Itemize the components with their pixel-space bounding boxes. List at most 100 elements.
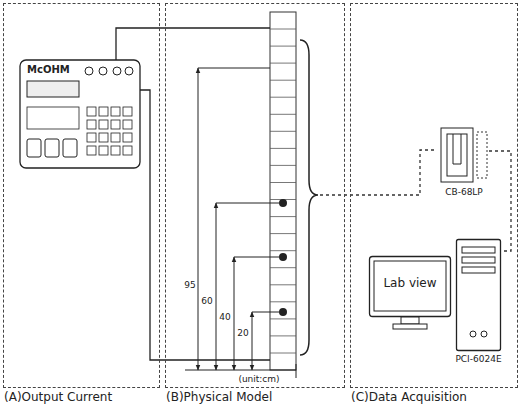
drawing-rect xyxy=(63,139,77,157)
drawing-circle xyxy=(85,67,93,75)
drawing-rect xyxy=(27,81,79,97)
dimension-number: 40 xyxy=(219,312,230,323)
drawing-circle xyxy=(279,308,287,316)
unit-note: (unit:cm) xyxy=(238,374,279,385)
drawing-circle xyxy=(99,67,107,75)
drawing-rect xyxy=(123,133,132,142)
drawing-line xyxy=(296,364,297,378)
device-label: Lab view xyxy=(374,276,446,290)
data-cable xyxy=(489,151,511,251)
drawing-line xyxy=(234,257,279,258)
drawing-rect xyxy=(27,139,41,157)
drawing-circle xyxy=(125,67,133,75)
cell-divider xyxy=(270,284,296,285)
cell-divider xyxy=(270,301,296,302)
device-label: McOHM xyxy=(27,64,70,76)
drawing-rect xyxy=(99,107,108,116)
cell-divider xyxy=(270,353,296,354)
cell-divider xyxy=(270,46,296,47)
brace xyxy=(300,40,318,355)
column-cells xyxy=(270,29,296,353)
tower-outline xyxy=(456,239,501,351)
drawing-rect xyxy=(111,120,120,129)
drawing-rect xyxy=(462,267,495,273)
panel-caption: (A)Output Current xyxy=(4,390,112,404)
drawing-rect xyxy=(462,257,495,263)
panel-caption: (B)Physical Model xyxy=(166,390,272,404)
drawing-circle xyxy=(113,67,121,75)
cell-divider xyxy=(270,267,296,268)
drawing-rect xyxy=(111,107,120,116)
monitor: Lab view xyxy=(369,256,451,331)
panel-data-acquisition: (C)Data AcquisitionCB-68LPLab viewPCI-60… xyxy=(350,3,518,388)
drawing-rect xyxy=(462,247,495,253)
drawing-rect xyxy=(111,133,120,142)
drawing-rect xyxy=(447,134,467,176)
drawing-rect xyxy=(477,132,487,178)
drawing-path xyxy=(116,28,270,62)
drawing-rect xyxy=(123,120,132,129)
panel-physical-model: (B)Physical Model xyxy=(165,3,345,388)
drawing-rect xyxy=(270,12,296,370)
cell-divider xyxy=(270,335,296,336)
drawing-line xyxy=(252,312,279,313)
drawing-rect xyxy=(401,317,419,324)
panel-output-current: (A)Output CurrentMcOHM xyxy=(3,3,160,388)
electrodes xyxy=(279,199,287,316)
drawing-rect xyxy=(87,120,96,129)
dimension-number: 20 xyxy=(237,328,248,339)
pc-tower: PCI-6024E xyxy=(456,239,501,351)
cell-divider xyxy=(270,131,296,132)
cell-divider xyxy=(270,97,296,98)
drawing-circle xyxy=(279,253,287,261)
mcohm-outline xyxy=(19,59,141,169)
drawing-rect xyxy=(457,240,501,351)
drawing-line xyxy=(216,203,279,204)
drawing-rect xyxy=(370,257,451,317)
panel-caption: (C)Data Acquisition xyxy=(351,390,467,404)
drawing-line xyxy=(185,370,296,371)
drawing-rect xyxy=(20,60,140,168)
drawing-rect xyxy=(374,261,446,311)
drawing-line xyxy=(198,68,270,69)
drawing-rect xyxy=(87,146,96,155)
drawing-rect xyxy=(87,133,96,142)
drawing-rect xyxy=(441,128,473,182)
cell-divider xyxy=(270,114,296,115)
device-label: CB-68LP xyxy=(445,187,483,198)
drawing-line xyxy=(234,257,235,370)
cell-divider xyxy=(270,29,296,30)
dimension-number: 95 xyxy=(184,280,195,291)
cell-divider xyxy=(270,216,296,217)
dimension-number: 60 xyxy=(201,296,212,307)
soil-column xyxy=(270,12,296,370)
device-label: PCI-6024E xyxy=(455,354,501,365)
dimension-lines xyxy=(185,68,296,378)
drawing-rect xyxy=(99,146,108,155)
cell-divider xyxy=(270,182,296,183)
drawing-circle xyxy=(481,331,487,337)
mcohm-meter: McOHM xyxy=(19,59,141,169)
drawing-rect xyxy=(27,107,79,129)
drawing-line xyxy=(198,68,199,370)
drawing-rect xyxy=(123,107,132,116)
cell-divider xyxy=(270,165,296,166)
terminal-block: CB-68LP xyxy=(439,126,489,184)
cell-divider xyxy=(270,63,296,64)
signal-line xyxy=(320,150,437,195)
drawing-circle xyxy=(279,199,287,207)
drawing-rect xyxy=(99,120,108,129)
drawing-path xyxy=(453,134,461,164)
cell-divider xyxy=(270,318,296,319)
monitor-outline xyxy=(369,256,451,331)
cb-outline xyxy=(439,126,489,184)
cell-divider xyxy=(270,250,296,251)
drawing-line xyxy=(252,312,253,370)
drawing-rect xyxy=(393,324,427,329)
drawing-rect xyxy=(87,107,96,116)
drawing-rect xyxy=(123,146,132,155)
cell-divider xyxy=(270,233,296,234)
drawing-rect xyxy=(111,146,120,155)
drawing-rect xyxy=(99,133,108,142)
